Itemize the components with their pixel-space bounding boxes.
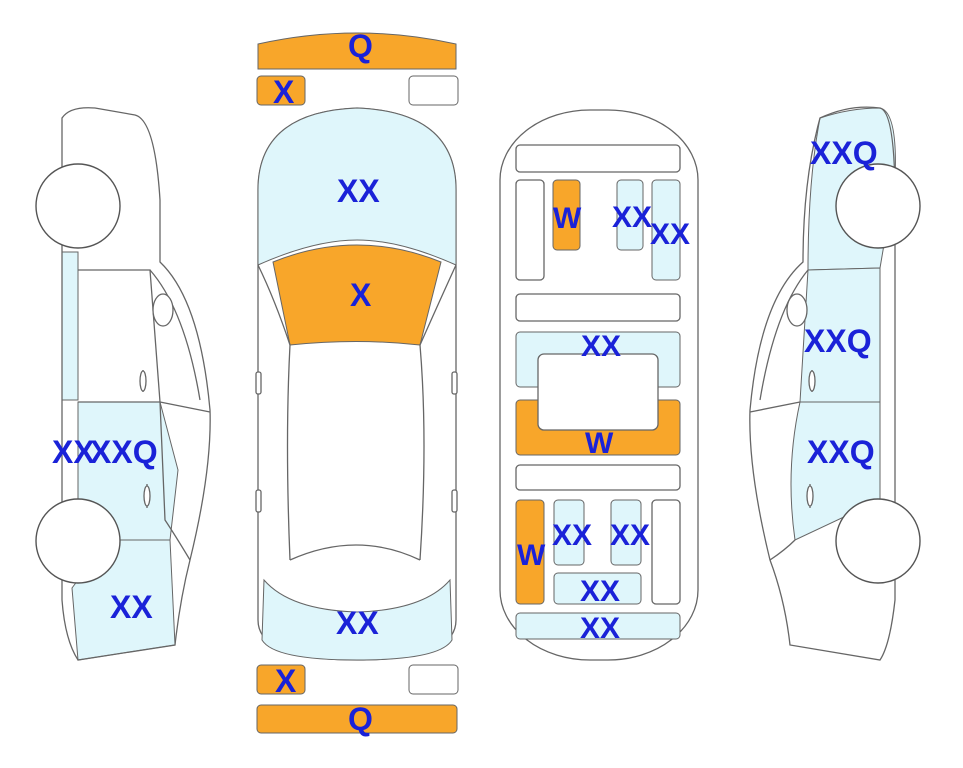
interior-rear-left[interactable] <box>515 499 545 605</box>
top-view: Q X XX X XX X Q <box>255 28 459 737</box>
label-interior-dash-mid: XX <box>612 201 652 234</box>
right-body-outline <box>749 106 896 661</box>
rear-bumper[interactable] <box>256 704 458 734</box>
label-rear-left-lamp: X <box>275 663 297 699</box>
label-interior-dash-right: XX <box>650 218 690 251</box>
left-rear-wheel <box>35 498 121 584</box>
label-left-front: XX <box>52 434 95 470</box>
label-interior-dash-left: W <box>553 202 582 235</box>
left-front-wheel <box>35 163 121 249</box>
interior-dash-left[interactable] <box>552 179 581 251</box>
label-right-front-fender: XXQ <box>810 135 878 171</box>
right-rear-wheel <box>835 498 921 584</box>
label-interior-rear-seat-left: XX <box>552 519 592 552</box>
label-front-left-lamp: X <box>273 74 295 110</box>
label-interior-center-console: XX <box>581 330 621 363</box>
label-right-front-door: XXQ <box>804 323 872 359</box>
label-trunk: XX <box>336 605 379 641</box>
interior-rear-seat-right[interactable] <box>610 499 642 566</box>
interior-trunk-floor[interactable] <box>515 612 681 640</box>
label-interior-rear-left: W <box>517 539 546 572</box>
interior-rear-seat-left[interactable] <box>553 499 585 566</box>
front-left-lamp[interactable] <box>256 75 306 106</box>
front-bumper[interactable] <box>257 32 457 70</box>
label-interior-rear-seat-right: XX <box>610 519 650 552</box>
label-right-rear-door: XXQ <box>807 434 875 470</box>
label-front-bumper: Q <box>348 28 373 64</box>
right-side-view: XXQ XXQ XXQ <box>749 106 921 661</box>
rear-left-lamp[interactable] <box>256 664 306 695</box>
label-interior-front-floor: W <box>585 427 614 460</box>
right-front-wheel <box>835 163 921 249</box>
label-interior-trunk-floor: XX <box>580 612 620 645</box>
label-interior-rear-center: XX <box>580 575 620 608</box>
interior-view: W XX XX XX W W XX XX XX XX <box>499 109 699 661</box>
rear-right-lamp[interactable] <box>408 664 459 695</box>
interior-rear-center[interactable] <box>553 572 642 605</box>
left-side-view: XX XXQ XX <box>35 107 211 661</box>
label-left-doors: XXQ <box>90 434 158 470</box>
hood[interactable] <box>257 107 457 266</box>
label-windshield: X <box>350 277 372 313</box>
left-body-outline <box>61 107 211 661</box>
windshield[interactable] <box>272 244 442 346</box>
left-front-panel[interactable] <box>61 251 79 401</box>
front-right-lamp[interactable] <box>408 75 459 106</box>
label-hood: XX <box>337 173 380 209</box>
interior-dash-mid[interactable] <box>616 179 644 251</box>
trunk[interactable] <box>261 578 453 661</box>
label-rear-bumper: Q <box>348 701 373 737</box>
interior-dash-right[interactable] <box>651 179 681 281</box>
label-left-rear-quarter: XX <box>110 589 153 625</box>
